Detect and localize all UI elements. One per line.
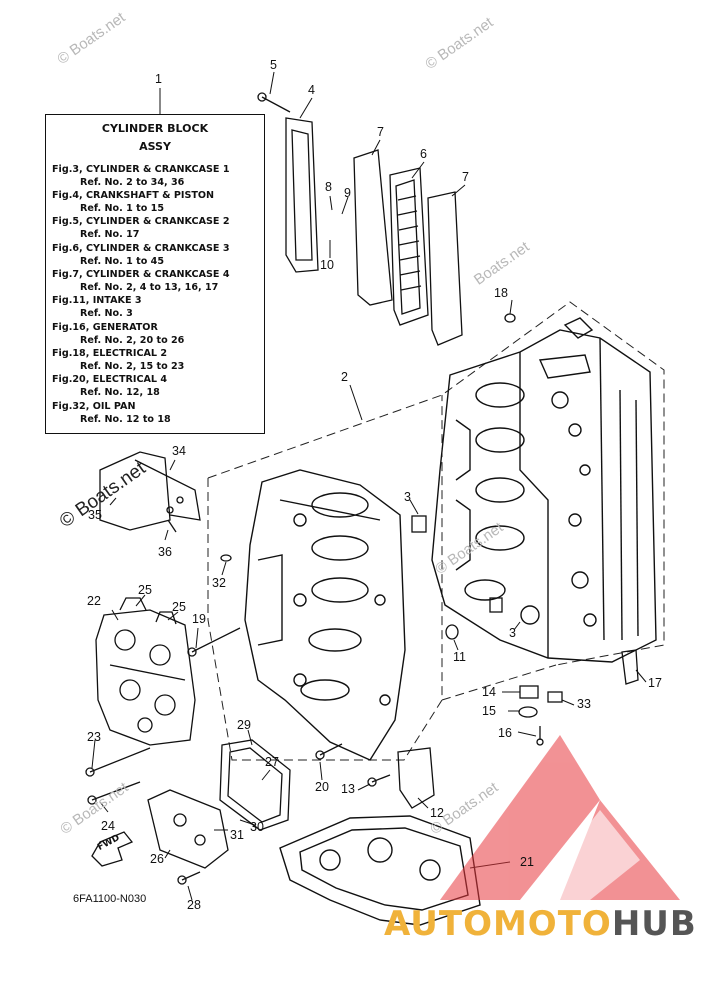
callout-15: 15 xyxy=(482,704,496,718)
plate-34 xyxy=(99,451,201,531)
oil-pan-gasket xyxy=(279,815,481,926)
callout-18: 18 xyxy=(494,286,508,300)
callout-24: 24 xyxy=(101,819,115,833)
legend-box: CYLINDER BLOCK ASSY Fig.3, CYLINDER & CR… xyxy=(45,114,265,434)
callout-12: 12 xyxy=(430,806,444,820)
callout-23: 23 xyxy=(87,730,101,744)
callout-25: 25 xyxy=(172,600,186,614)
figure-code: 6FA1100-N030 xyxy=(73,893,147,905)
callout-19: 19 xyxy=(192,612,206,626)
callout-36: 36 xyxy=(158,545,172,559)
callout-21: 21 xyxy=(520,855,534,869)
legend-title: CYLINDER BLOCK xyxy=(101,122,209,135)
callout-26: 26 xyxy=(150,852,164,866)
callout-20: 20 xyxy=(315,780,329,794)
callout-4: 4 xyxy=(308,83,315,97)
callout-31: 31 xyxy=(230,828,244,842)
callout-6: 6 xyxy=(420,147,427,161)
cylinder-block xyxy=(431,317,657,663)
callout-14: 14 xyxy=(482,685,496,699)
callout-30: 30 xyxy=(250,820,264,834)
callout-22: 22 xyxy=(87,594,101,608)
callout-9: 9 xyxy=(344,186,351,200)
callout-7: 7 xyxy=(462,170,469,184)
callout-16: 16 xyxy=(498,726,512,740)
crankcase xyxy=(244,469,406,761)
brand-wordmark: AUTOMOTOHUB xyxy=(384,904,697,944)
callout-25: 25 xyxy=(138,583,152,597)
callout-2: 2 xyxy=(341,370,348,384)
callout-11: 11 xyxy=(453,650,466,664)
callout-28: 28 xyxy=(187,898,201,912)
callout-10: 10 xyxy=(320,258,334,272)
callout-7: 7 xyxy=(377,125,384,139)
callout-17: 17 xyxy=(648,676,662,690)
callout-34: 34 xyxy=(172,444,186,458)
brand-logo xyxy=(440,735,680,900)
callout-27: 27 xyxy=(265,755,279,769)
small-parts xyxy=(85,92,639,885)
lower-covers xyxy=(147,739,435,869)
legend-subtitle: ASSY xyxy=(139,140,171,153)
callout-5: 5 xyxy=(270,58,277,72)
fwd-arrow-icon xyxy=(91,831,134,867)
callout-29: 29 xyxy=(237,718,251,732)
brand-part2: HUB xyxy=(611,904,697,944)
exhaust-covers xyxy=(285,117,463,346)
dashed-assembly-frame xyxy=(207,301,665,761)
brand-part1: AUTOMOTO xyxy=(384,904,612,944)
callout-1: 1 xyxy=(155,72,162,86)
callout-8: 8 xyxy=(325,180,332,194)
callout-35: 35 xyxy=(88,508,102,522)
callout-13: 13 xyxy=(341,782,355,796)
callout-33: 33 xyxy=(577,697,591,711)
callout-3: 3 xyxy=(509,626,516,640)
callout-3: 3 xyxy=(404,490,411,504)
cylinder-head-assy xyxy=(95,597,196,746)
callout-32: 32 xyxy=(212,576,226,590)
